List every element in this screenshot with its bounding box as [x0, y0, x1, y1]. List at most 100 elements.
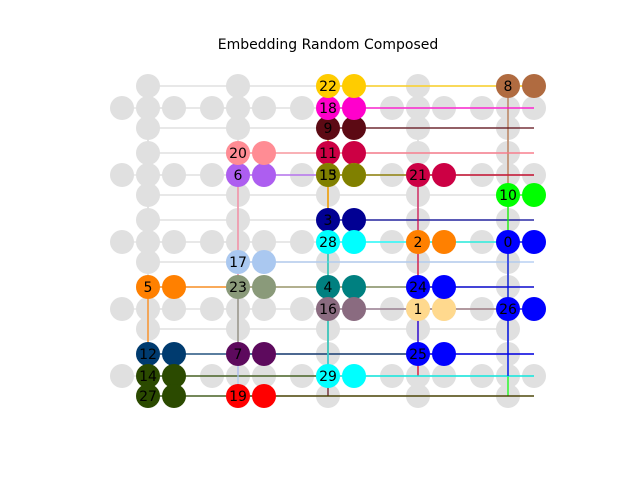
- node-label-11: 11: [319, 146, 337, 162]
- node-28: [316, 230, 340, 254]
- node-18-copy: [342, 96, 366, 120]
- node-label-25: 25: [409, 347, 427, 363]
- node-8-copy: [522, 74, 546, 98]
- node-18: [316, 96, 340, 120]
- node-label-24: 24: [409, 280, 427, 296]
- node-17: [226, 250, 250, 274]
- node-0-copy: [522, 230, 546, 254]
- grid-node: [162, 96, 186, 120]
- node-label-14: 14: [139, 369, 157, 385]
- node-label-3: 3: [324, 213, 333, 229]
- node-16-copy: [342, 297, 366, 321]
- grid-node: [136, 163, 160, 187]
- node-label-8: 8: [504, 79, 513, 95]
- node-4-copy: [342, 275, 366, 299]
- node-label-21: 21: [409, 168, 427, 184]
- node-25: [406, 342, 430, 366]
- node-label-16: 16: [319, 302, 337, 318]
- node-11-copy: [342, 141, 366, 165]
- node-23: [226, 275, 250, 299]
- node-5-copy: [162, 275, 186, 299]
- node-21-copy: [432, 163, 456, 187]
- node-label-0: 0: [504, 235, 513, 251]
- grid-node: [110, 163, 134, 187]
- grid-node: [200, 96, 224, 120]
- grid-node: [290, 96, 314, 120]
- grid-node: [136, 141, 160, 165]
- node-label-9: 9: [324, 121, 333, 137]
- node-12-copy: [162, 342, 186, 366]
- node-26: [496, 297, 520, 321]
- node-23-copy: [252, 275, 276, 299]
- node-22: [316, 74, 340, 98]
- grid-node: [200, 230, 224, 254]
- grid-node: [136, 96, 160, 120]
- node-label-19: 19: [229, 389, 247, 405]
- node-11: [316, 141, 340, 165]
- node-4: [316, 275, 340, 299]
- node-27-copy: [162, 384, 186, 408]
- node-label-27: 27: [139, 389, 157, 405]
- grid-node: [226, 96, 250, 120]
- node-label-23: 23: [229, 280, 247, 296]
- node-2-copy: [432, 230, 456, 254]
- figure-title: Embedding Random Composed: [218, 37, 439, 53]
- node-15: [316, 163, 340, 187]
- node-1-copy: [432, 297, 456, 321]
- node-14-copy: [162, 364, 186, 388]
- grid-node: [136, 250, 160, 274]
- grid-node: [226, 116, 250, 140]
- node-label-26: 26: [499, 302, 517, 318]
- grid-node: [252, 96, 276, 120]
- node-21: [406, 163, 430, 187]
- grid-node: [162, 230, 186, 254]
- node-10: [496, 183, 520, 207]
- node-15-copy: [342, 163, 366, 187]
- node-28-copy: [342, 230, 366, 254]
- node-label-2: 2: [414, 235, 423, 251]
- node-label-28: 28: [319, 235, 337, 251]
- grid-node: [136, 183, 160, 207]
- node-24: [406, 275, 430, 299]
- node-label-22: 22: [319, 79, 337, 95]
- grid-node: [162, 297, 186, 321]
- node-9: [316, 116, 340, 140]
- node-label-1: 1: [414, 302, 423, 318]
- node-label-17: 17: [229, 255, 247, 271]
- node-label-7: 7: [234, 347, 243, 363]
- node-19: [226, 384, 250, 408]
- grid-node: [200, 163, 224, 187]
- node-29: [316, 364, 340, 388]
- grid-node: [136, 116, 160, 140]
- node-17-copy: [252, 250, 276, 274]
- node-7-copy: [252, 342, 276, 366]
- grid-node: [252, 230, 276, 254]
- grid-node: [136, 74, 160, 98]
- node-label-29: 29: [319, 369, 337, 385]
- node-0: [496, 230, 520, 254]
- grid-node: [226, 74, 250, 98]
- node-5: [136, 275, 160, 299]
- grid-node: [136, 208, 160, 232]
- node-label-4: 4: [324, 280, 333, 296]
- node-25-copy: [432, 342, 456, 366]
- grid-node: [110, 364, 134, 388]
- node-3: [316, 208, 340, 232]
- node-label-6: 6: [234, 168, 243, 184]
- grid-node: [162, 163, 186, 187]
- node-label-10: 10: [499, 188, 517, 204]
- node-27: [136, 384, 160, 408]
- node-6: [226, 163, 250, 187]
- node-20-copy: [252, 141, 276, 165]
- grid-node: [110, 230, 134, 254]
- node-1: [406, 297, 430, 321]
- node-12: [136, 342, 160, 366]
- node-label-18: 18: [319, 101, 337, 117]
- node-20: [226, 141, 250, 165]
- node-7: [226, 342, 250, 366]
- grid-node: [110, 96, 134, 120]
- node-22-copy: [342, 74, 366, 98]
- grid-node: [252, 297, 276, 321]
